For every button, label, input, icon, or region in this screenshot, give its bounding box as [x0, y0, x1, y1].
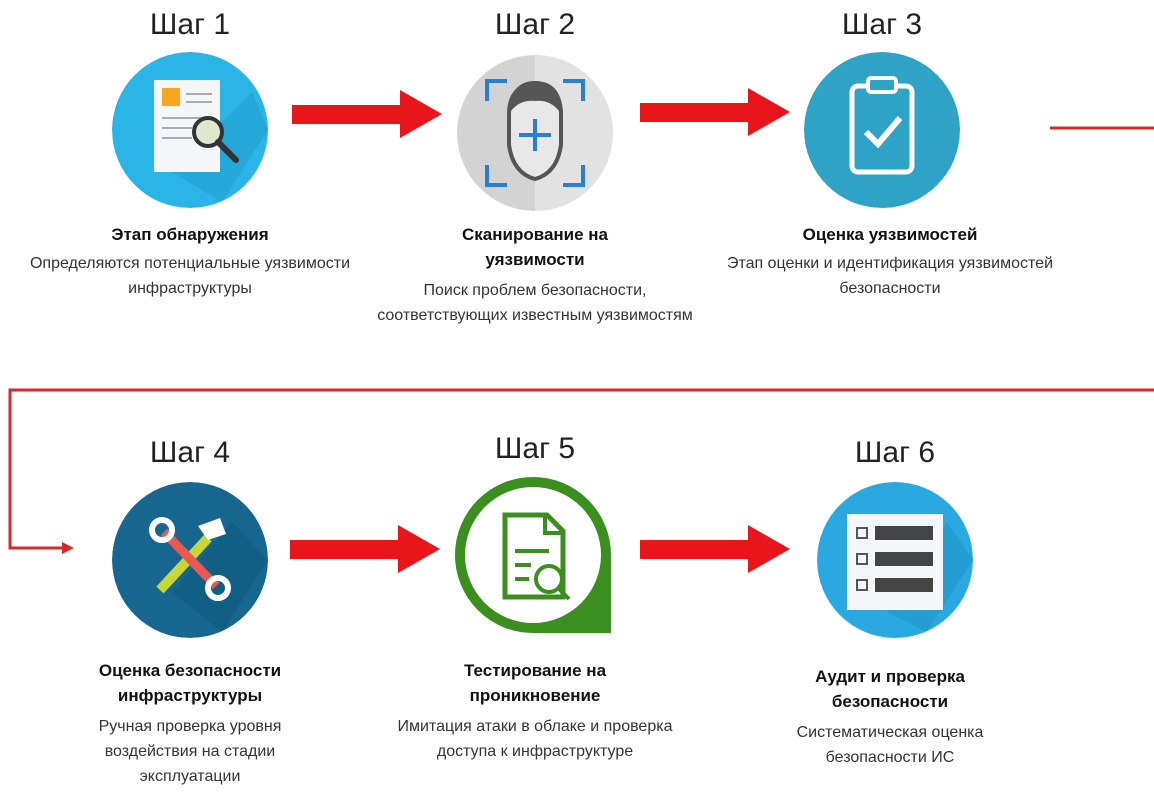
step-2-title: Сканирование на уязвимости — [461, 225, 609, 269]
step-5-description: Имитация атаки в облаке и проверка досту… — [397, 718, 673, 760]
step-1-title: Этап обнаружения — [111, 225, 269, 244]
document-magnifier-icon — [455, 477, 611, 633]
step-5-heading: Шаг 5 — [494, 432, 576, 465]
step-3-heading: Шаг 3 — [841, 8, 923, 41]
step-4-title: Оценка безопасности инфраструктуры — [98, 661, 282, 705]
step-6-title: Аудит и проверка безопасности — [815, 667, 965, 711]
step-5-block: Тестирование на проникновение Имитация а… — [365, 658, 705, 764]
step-1-description: Определяются потенциальные уязвимости ин… — [29, 255, 351, 297]
step-1-block: Этап обнаружения Определяются потенциаль… — [20, 222, 360, 301]
arrow-step5-to-6 — [640, 525, 790, 573]
step-5-title: Тестирование на проникновение — [463, 661, 607, 705]
document-search-icon — [112, 52, 268, 208]
arrow-step2-to-3 — [640, 88, 790, 136]
step-2-description: Поиск проблем безопасности, соответствую… — [377, 282, 693, 324]
step-6-heading: Шаг 6 — [854, 436, 936, 469]
step-6-block: Аудит и проверка безопасности Систематич… — [720, 664, 1060, 770]
step-3-block: Оценка уязвимостей Этап оценки и идентиф… — [720, 222, 1060, 301]
arrow-step1-to-2 — [292, 90, 442, 138]
clipboard-check-icon — [804, 52, 960, 208]
step-3-title: Оценка уязвимостей — [802, 225, 978, 244]
step-6-description: Систематическая оценка безопасности ИС — [796, 724, 984, 766]
step-2-block: Сканирование на уязвимости Поиск проблем… — [365, 222, 705, 328]
step-3-description: Этап оценки и идентификация уязвимостей … — [726, 255, 1053, 297]
tools-icon — [112, 482, 268, 638]
step-2-heading: Шаг 2 — [494, 8, 576, 41]
face-scan-icon — [457, 55, 613, 211]
step-4-block: Оценка безопасности инфраструктуры Ручна… — [20, 658, 360, 789]
step-4-heading: Шаг 4 — [149, 436, 231, 469]
step-4-description: Ручная проверка уровня воздействия на ст… — [98, 718, 282, 785]
arrow-step4-to-5 — [290, 525, 440, 573]
checklist-icon — [817, 482, 973, 638]
step-1-heading: Шаг 1 — [149, 8, 231, 41]
